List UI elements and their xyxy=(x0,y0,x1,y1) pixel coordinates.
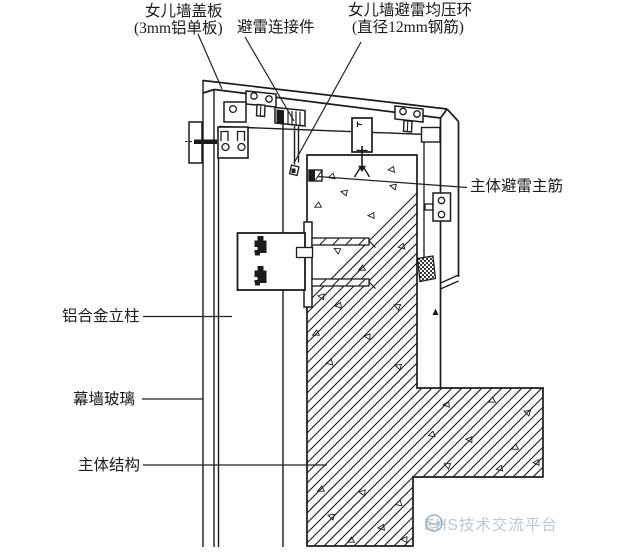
label-ring-line2: (直径12mm钢筋) xyxy=(352,19,464,36)
equalizer-rebar-section xyxy=(308,169,323,182)
inner-panel-top xyxy=(420,126,441,143)
parapet-cap xyxy=(202,79,460,388)
bolt-set xyxy=(254,236,267,286)
bolt xyxy=(194,139,217,144)
cap-hanger-plate xyxy=(223,101,247,123)
label-cap-line1: 女儿墙盖板 xyxy=(145,3,223,20)
label-structure: 主体结构 xyxy=(78,457,141,474)
lightning-connector xyxy=(274,106,306,127)
cap-fixing-plate-left xyxy=(245,90,277,118)
mullion-bracket xyxy=(236,221,376,308)
concrete-structure xyxy=(306,154,544,547)
anchor-bar xyxy=(311,237,376,248)
label-cap-line2: (3mm铝单板) xyxy=(134,20,223,37)
cap-fixing-plate-right xyxy=(394,105,424,133)
right-face-plate xyxy=(424,192,452,222)
anchor-bar xyxy=(311,278,376,289)
label-ring-line1: 女儿墙避雷均压环 xyxy=(348,2,473,19)
gasket-stipple xyxy=(416,255,437,283)
left-cover-plate xyxy=(185,121,217,164)
label-glass: 幕墙玻璃 xyxy=(73,391,136,408)
watermark: EHS技术交流平台 xyxy=(424,513,558,535)
curtain-wall-lines xyxy=(202,80,284,547)
cap-wall-bracket xyxy=(217,126,249,159)
label-main-rebar: 主体避雷主筋 xyxy=(470,178,564,195)
connector-wire xyxy=(288,126,300,177)
leader-lines xyxy=(142,33,468,466)
equalizer-ring-connector xyxy=(351,117,373,178)
label-connector: 避雷连接件 xyxy=(237,19,315,36)
watermark-text: EHS技术交流平台 xyxy=(424,517,558,534)
watermark-globe-icon xyxy=(425,514,443,532)
label-mullion: 铝合金立柱 xyxy=(62,308,140,325)
bracket-stiffener xyxy=(295,246,314,259)
small-triangle-mark xyxy=(432,308,439,315)
